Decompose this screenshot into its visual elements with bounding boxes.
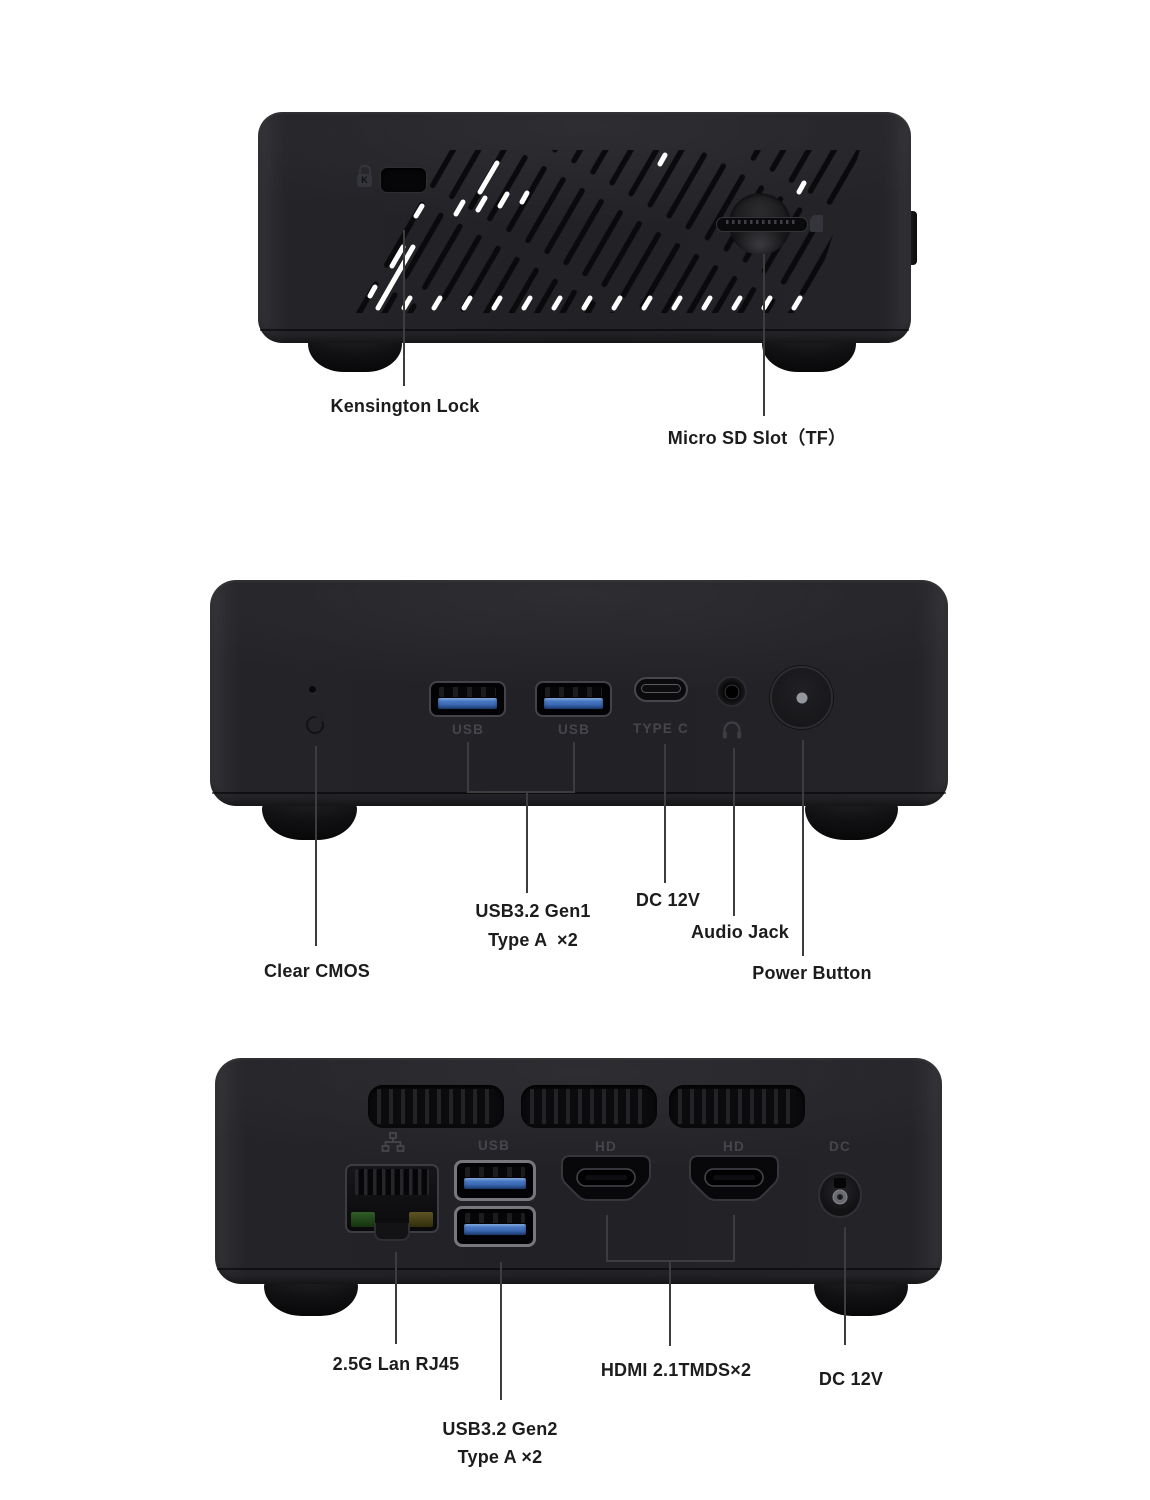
callout-lan: 2.5G Lan RJ45: [332, 1354, 460, 1374]
leader-lan: [395, 1252, 397, 1344]
device-foot: [262, 800, 357, 840]
usb-pins: [465, 1167, 525, 1177]
kensington-lock-slot: [380, 167, 427, 193]
usb-a-port: [454, 1206, 536, 1247]
side-tab: [909, 211, 917, 265]
callout-dc-12v-front: DC 12V: [635, 890, 701, 910]
ethernet-icon: [381, 1132, 405, 1152]
seam-line: [260, 329, 909, 331]
grille-slats: [678, 1089, 796, 1124]
leader-usb-gen2: [500, 1262, 502, 1400]
usb-port-label: USB: [557, 722, 591, 737]
hdmi-port: [689, 1155, 779, 1201]
usb-a-port: [429, 681, 506, 717]
leader-usb-join: [467, 791, 575, 793]
lan-port: [345, 1164, 439, 1241]
audio-jack: [716, 676, 747, 707]
usb-pins: [545, 687, 602, 697]
lan-clip: [374, 1223, 410, 1241]
device-foot: [814, 1278, 908, 1316]
sd-card-icon: [810, 215, 823, 232]
leader-clear-cmos: [315, 746, 317, 946]
lock-shackle: [359, 165, 371, 175]
vent-grille: [368, 1085, 504, 1128]
micro-sd-slot: [716, 217, 808, 232]
callout-hdmi: HDMI 2.1TMDS×2: [600, 1360, 752, 1380]
usb-a-port: [454, 1160, 536, 1201]
usb-port-label: USB: [451, 722, 485, 737]
kensington-lock-icon: K: [357, 165, 373, 191]
callout-clear-cmos: Clear CMOS: [263, 961, 371, 981]
leader-dc: [844, 1227, 846, 1345]
usb-blue-tongue: [464, 1178, 526, 1189]
callout-micro-sd: Micro SD Slot（TF）: [667, 428, 847, 448]
seam-line: [212, 792, 946, 794]
usb-port-label: USB: [477, 1138, 511, 1153]
callout-usb-gen1-line1: USB3.2 Gen1: [475, 901, 591, 921]
headphone-icon: [722, 721, 742, 739]
leader-usb-right: [573, 742, 575, 793]
sd-card-edge: [726, 220, 798, 224]
lan-led-green: [351, 1212, 375, 1227]
leader-audio: [733, 748, 735, 916]
hdmi-port: [561, 1155, 651, 1201]
seam-line: [217, 1268, 940, 1270]
leader-type-c: [664, 744, 666, 883]
hdmi-port-label: HD: [595, 1139, 617, 1154]
type-c-slot: [641, 683, 681, 693]
usb-pins: [439, 687, 496, 697]
dc-jack-notch: [834, 1178, 846, 1188]
clear-cmos-reset-icon: [306, 716, 324, 734]
dc-jack-pin: [832, 1189, 848, 1205]
grille-slats: [377, 1089, 495, 1124]
leader-kensington: [403, 230, 405, 386]
lan-led-amber: [409, 1212, 433, 1227]
leader-power: [802, 740, 804, 956]
lan-pins: [355, 1169, 429, 1195]
dc-jack: [818, 1172, 862, 1218]
audio-jack-hole: [724, 684, 739, 699]
type-c-port: [634, 677, 688, 702]
vent-grille: [521, 1085, 657, 1128]
callout-audio-jack: Audio Jack: [690, 922, 790, 942]
leader-usb-stem: [526, 791, 528, 893]
callout-usb-gen2-line2: Type A ×2: [457, 1447, 543, 1467]
usb-a-port: [535, 681, 612, 717]
type-c-label: TYPE C: [633, 721, 689, 736]
callout-kensington-lock: Kensington Lock: [330, 396, 480, 416]
device-foot: [805, 800, 898, 840]
leader-hdmi-right: [733, 1215, 735, 1262]
dc-port-label: DC: [829, 1139, 851, 1154]
leader-usb-left: [467, 742, 469, 793]
vent-highlights: [370, 155, 804, 308]
callout-dc-12v-rear: DC 12V: [818, 1369, 884, 1389]
leader-hdmi-left: [606, 1215, 608, 1262]
usb-pins: [465, 1213, 525, 1223]
hdmi-port-label: HD: [723, 1139, 745, 1154]
lock-body: K: [357, 174, 372, 187]
callout-power-button: Power Button: [752, 963, 872, 983]
callout-usb-gen2-line1: USB3.2 Gen2: [442, 1419, 558, 1439]
callout-usb-gen1-line2: Type A ×2: [488, 930, 578, 950]
clear-cmos-pinhole: [309, 686, 316, 693]
leader-micro-sd: [763, 254, 765, 416]
grille-slats: [530, 1089, 648, 1124]
vent-grille: [669, 1085, 805, 1128]
power-button: [770, 666, 833, 729]
power-led: [796, 692, 807, 703]
usb-blue-tongue: [464, 1224, 526, 1235]
device-foot: [264, 1278, 358, 1316]
usb-blue-tongue: [544, 698, 603, 709]
leader-hdmi-stem: [669, 1260, 671, 1346]
usb-blue-tongue: [438, 698, 497, 709]
